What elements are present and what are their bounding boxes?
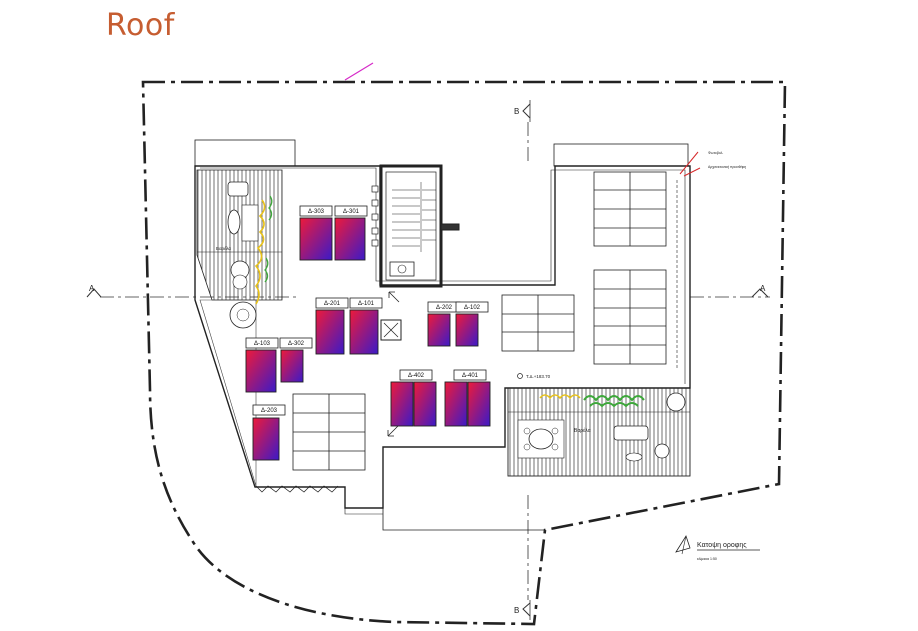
pv-module <box>280 349 304 383</box>
elevation-note: Τ.Δ.+183.70 <box>517 373 551 379</box>
solar-panel-3: Δ-201 <box>315 297 349 355</box>
svg-text:A: A <box>760 284 766 293</box>
terrace-label: Βαρέλα <box>574 427 591 434</box>
solar-panel-7: Δ-103 <box>245 337 279 393</box>
stairs-bottom <box>255 485 339 493</box>
legend-scale: κλίμακα 1:50 <box>697 557 717 561</box>
pv-module <box>349 309 379 355</box>
svg-text:B: B <box>514 107 519 116</box>
pipe-columns <box>371 185 379 247</box>
panel-tag <box>245 337 279 349</box>
solar-panel-8: Δ-302 <box>279 337 313 383</box>
pv-module <box>252 417 280 461</box>
pv-module <box>413 381 437 427</box>
panel-label: Δ-101 <box>358 301 375 307</box>
stair-core <box>379 164 460 288</box>
pv-module <box>444 381 468 427</box>
solar-panel-6: Δ-102 <box>455 301 489 347</box>
svg-text:B: B <box>514 606 519 615</box>
pv-module <box>455 313 479 347</box>
pv-module <box>427 313 451 347</box>
section-marker-top-b: B <box>514 100 531 122</box>
panel-tag <box>315 297 349 309</box>
right-deck: Βαρέλα <box>507 387 691 477</box>
equipment-grid <box>292 171 667 471</box>
solar-panel-9: Δ-402 <box>390 369 437 427</box>
panel-label: Δ-401 <box>462 373 479 379</box>
solar-panel-2: Δ-301 <box>334 205 368 261</box>
panel-label: Δ-402 <box>408 373 425 379</box>
top-right-notes: Φωτοβολ. Αρχιτεκτονική προσθήκη <box>676 151 746 368</box>
panel-tag <box>299 205 333 217</box>
section-marker-right-a: A <box>751 284 769 298</box>
panel-label: Δ-301 <box>343 209 360 215</box>
panel-label: Δ-201 <box>324 301 341 307</box>
panel-label: Δ-302 <box>288 341 305 347</box>
elevation-text: Τ.Δ.+183.70 <box>526 374 551 379</box>
panel-label: Δ-103 <box>254 341 271 347</box>
left-deck: Βαρέλα <box>196 169 283 487</box>
panel-tag <box>399 369 433 381</box>
building-outline <box>194 139 691 531</box>
pv-module <box>467 381 491 427</box>
svg-text:Φωτοβολ.: Φωτοβολ. <box>708 151 723 155</box>
svg-text:Αρχιτεκτονική προσθήκη: Αρχιτεκτονική προσθήκη <box>708 165 746 169</box>
plants-left <box>254 199 266 305</box>
panel-label: Δ-203 <box>261 408 278 414</box>
vent-box <box>380 319 402 341</box>
panel-tag <box>334 205 368 217</box>
panel-tag <box>453 369 487 381</box>
deck-label: Βαρέλα <box>216 245 231 251</box>
solar-panel-11: Δ-203 <box>252 404 286 461</box>
solar-panel-4: Δ-101 <box>349 297 383 355</box>
legend-title: Κατοψη οροφης <box>697 542 747 549</box>
pv-module <box>245 349 277 393</box>
solar-panel-5: Δ-202 <box>427 301 461 347</box>
pv-module <box>390 381 414 427</box>
panel-label: Δ-102 <box>464 305 481 311</box>
section-marker-left-a: A <box>86 284 102 298</box>
solar-panel-10: Δ-401 <box>444 369 491 427</box>
section-lines <box>100 122 770 600</box>
page-title: Roof <box>106 8 175 43</box>
section-marker-bottom-b: B <box>514 600 531 620</box>
panel-tag <box>349 297 383 309</box>
panel-label: Δ-202 <box>436 305 453 311</box>
panel-label: Δ-303 <box>308 209 325 215</box>
svg-text:A: A <box>89 284 95 293</box>
direction-arrows <box>387 291 400 437</box>
legend-block: Κατοψη οροφης κλίμακα 1:50 <box>675 535 760 561</box>
property-boundary <box>141 80 787 626</box>
plants-right <box>583 395 645 408</box>
pv-module <box>334 217 366 261</box>
panel-tag <box>455 301 489 313</box>
panel-tag <box>252 404 286 416</box>
pv-module <box>299 217 333 261</box>
magenta-mark <box>344 62 374 81</box>
panel-tag <box>279 337 313 349</box>
solar-panel-1: Δ-303 <box>299 205 333 261</box>
pv-module <box>315 309 345 355</box>
